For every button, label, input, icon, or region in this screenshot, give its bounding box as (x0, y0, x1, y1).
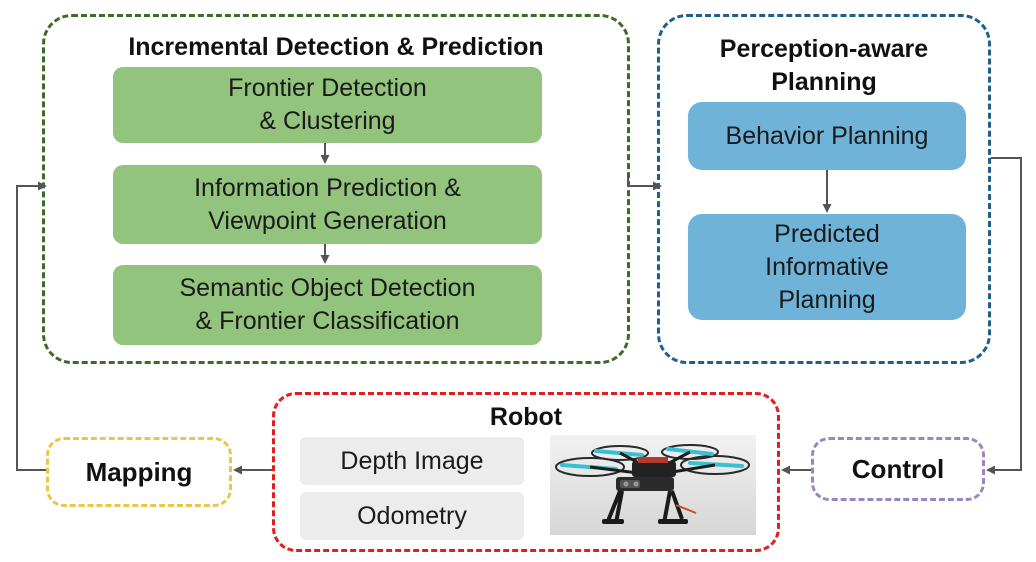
planning-title-line1: Perception-aware (719, 35, 929, 63)
planning-title-line2: Planning (771, 68, 877, 96)
drone-photo (550, 435, 756, 535)
control-box: Control (811, 437, 985, 501)
detection-title: Incremental Detection & Prediction (128, 33, 544, 61)
robot-title: Robot (489, 403, 563, 431)
depth-image-box: Depth Image (300, 437, 524, 485)
frontier-detection-box: Frontier Detection & Clustering (113, 67, 542, 143)
arrow-planning-to-control (986, 157, 1022, 475)
robot-group: Robot (272, 392, 780, 552)
behavior-planning-box: Behavior Planning (688, 102, 966, 170)
mapping-box: Mapping (46, 437, 232, 507)
semantic-object-detection-box: Semantic Object Detection & Frontier Cla… (113, 265, 542, 345)
odometry-box: Odometry (300, 492, 524, 540)
predicted-informative-planning-box: Predicted Informative Planning (688, 214, 966, 320)
arrow-detection-to-planning (627, 176, 662, 191)
arrow-mapping-to-detection (16, 181, 47, 471)
information-prediction-box: Information Prediction & Viewpoint Gener… (113, 165, 542, 244)
